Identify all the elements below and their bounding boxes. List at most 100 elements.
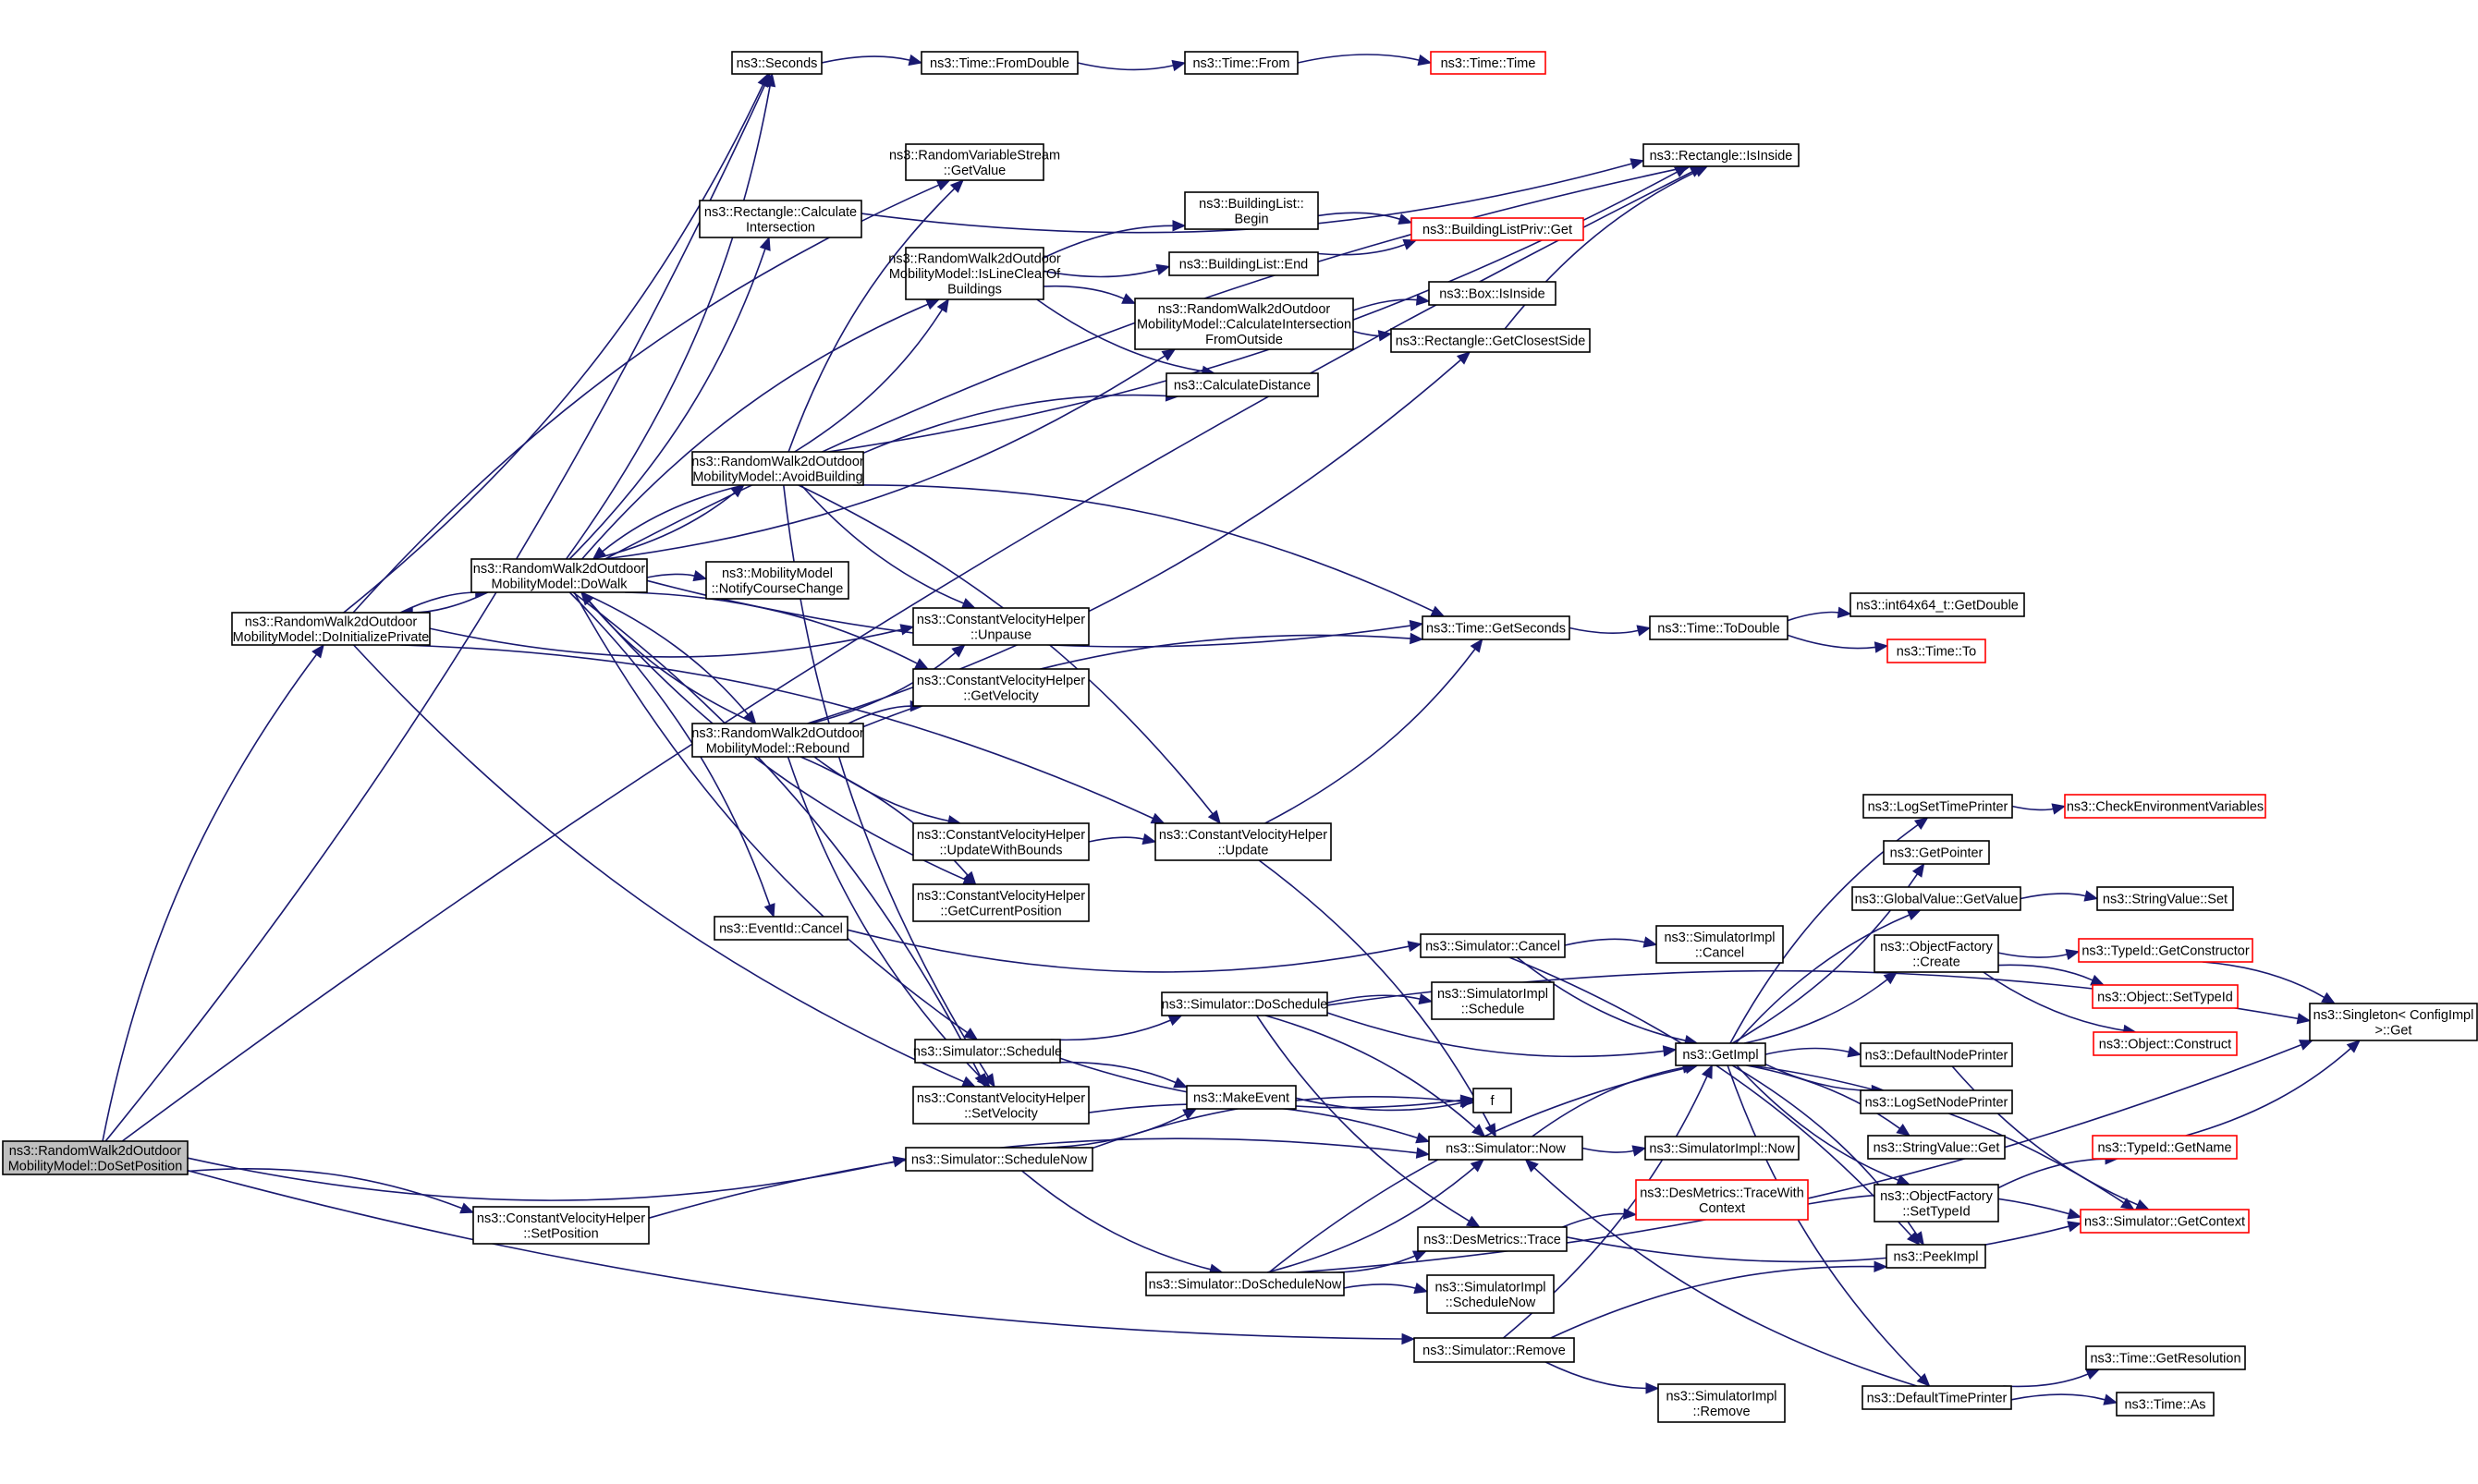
node-timegetresolution[interactable]: ns3::Time::GetResolution	[2085, 1345, 2246, 1370]
arrowhead-icon	[1459, 1095, 1475, 1108]
node-box	[1874, 934, 1999, 973]
node-logsetnodeprinter[interactable]: ns3::LogSetNodePrinter	[1860, 1089, 2013, 1114]
node-label: ns3::ConstantVelocityHelper	[917, 613, 1085, 627]
node-simimplremove[interactable]: ns3::SimulatorImpl::Remove	[1657, 1383, 1786, 1423]
node-rebound[interactable]: ns3::RandomWalk2dOutdoorMobilityModel::R…	[691, 723, 864, 758]
node-blprivget[interactable]: ns3::BuildingListPriv::Get	[1410, 217, 1584, 241]
edge-objfactorysettypeid-to-typeidgetname	[1997, 1158, 2106, 1189]
node-timefrom[interactable]: ns3::Time::From	[1184, 51, 1299, 75]
node-simschedulenow[interactable]: ns3::Simulator::ScheduleNow	[905, 1147, 1093, 1172]
node-stringvalueset[interactable]: ns3::StringValue::Set	[2096, 886, 2234, 911]
node-box	[1851, 886, 2021, 911]
node-label: ns3::ConstantVelocityHelper	[917, 889, 1085, 904]
node-blend[interactable]: ns3::BuildingList::End	[1168, 251, 1319, 276]
node-simimplschedule[interactable]: ns3::SimulatorImpl::Schedule	[1431, 981, 1555, 1020]
node-getpointer[interactable]: ns3::GetPointer	[1883, 840, 1990, 865]
node-int64getdouble[interactable]: ns3::int64x64_t::GetDouble	[1849, 592, 2025, 617]
node-simdoschedulenow[interactable]: ns3::Simulator::DoScheduleNow	[1145, 1271, 1345, 1296]
node-dosetposition[interactable]: ns3::RandomWalk2dOutdoorMobilityModel::D…	[2, 1140, 189, 1175]
node-f[interactable]: f	[1472, 1088, 1512, 1113]
node-cvhsetvelocity[interactable]: ns3::ConstantVelocityHelper::SetVelocity	[912, 1086, 1090, 1125]
edge-dosetposition-to-seconds	[104, 84, 766, 1142]
arrowhead-icon	[1913, 817, 1929, 831]
node-timetodouble[interactable]: ns3::Time::ToDouble	[1649, 615, 1788, 640]
node-seconds[interactable]: ns3::Seconds	[731, 51, 823, 75]
node-label: ns3::LogSetNodePrinter	[1865, 1096, 2008, 1111]
node-timeto[interactable]: ns3::Time::To	[1886, 639, 1986, 663]
node-simimplnow[interactable]: ns3::SimulatorImpl::Now	[1644, 1136, 1800, 1161]
node-checkenvvars[interactable]: ns3::CheckEnvironmentVariables	[2064, 794, 2266, 819]
arrowhead-icon	[1847, 1046, 1862, 1058]
node-avoidbuilding[interactable]: ns3::RandomWalk2dOutdoorMobilityModel::A…	[691, 451, 864, 486]
arrowhead-icon	[1401, 1332, 1416, 1345]
node-simcancel[interactable]: ns3::Simulator::Cancel	[1420, 933, 1566, 958]
node-objectsettypeid[interactable]: ns3::Object::SetTypeId	[2092, 984, 2239, 1009]
node-timetime[interactable]: ns3::Time::Time	[1430, 51, 1546, 75]
node-globalvaluegetvalue[interactable]: ns3::GlobalValue::GetValue	[1851, 886, 2021, 911]
node-rvsgetvalue[interactable]: ns3::RandomVariableStream::GetValue	[889, 143, 1060, 181]
node-makeevent[interactable]: ns3::MakeEvent	[1186, 1085, 1297, 1110]
edge-calcintfromoutside-to-getclosestside	[1352, 330, 1380, 337]
node-defaulttimeprinter[interactable]: ns3::DefaultTimePrinter	[1862, 1385, 2012, 1410]
node-cvhgetvelocity[interactable]: ns3::ConstantVelocityHelper::GetVelocity	[912, 668, 1090, 707]
node-objfactorycreate[interactable]: ns3::ObjectFactory::Create	[1874, 934, 1999, 973]
arrowhead-icon	[976, 1074, 991, 1088]
edge-getimpl-to-objfactorysettypeid	[1736, 1064, 1899, 1181]
node-timegetseconds[interactable]: ns3::Time::GetSeconds	[1422, 615, 1570, 640]
node-simremove[interactable]: ns3::Simulator::Remove	[1413, 1337, 1575, 1363]
edge-globalvaluegetvalue-to-stringvalueset	[2020, 893, 2086, 900]
node-islineclear[interactable]: ns3::RandomWalk2dOutdoorMobilityModel::I…	[888, 247, 1061, 300]
node-defaultnodeprinter[interactable]: ns3::DefaultNodePrinter	[1860, 1042, 2013, 1067]
node-calcintfromoutside[interactable]: ns3::RandomWalk2dOutdoorMobilityModel::C…	[1134, 298, 1354, 350]
node-typeidgetconstructor[interactable]: ns3::TypeId::GetConstructor	[2078, 938, 2253, 963]
node-getclosestside[interactable]: ns3::Rectangle::GetClosestSide	[1390, 328, 1591, 353]
node-desmetricstrace[interactable]: ns3::DesMetrics::Trace	[1417, 1226, 1568, 1252]
edge-makeevent-to-f	[1295, 1097, 1462, 1112]
edge-simremove-to-peekimpl	[1550, 1265, 1875, 1339]
arrowhead-icon	[1141, 833, 1157, 845]
edge-blbegin-to-blprivget	[1317, 212, 1400, 220]
node-label: Begin	[1234, 212, 1268, 226]
node-box	[1886, 639, 1986, 663]
node-label: ::Remove	[1692, 1405, 1750, 1419]
node-dowalk[interactable]: ns3::RandomWalk2dOutdoorMobilityModel::D…	[470, 558, 648, 593]
edge-islineclear-to-blend	[1043, 269, 1158, 278]
node-rectisinside[interactable]: ns3::Rectangle::IsInside	[1642, 143, 1800, 167]
node-rectcalcintersection[interactable]: ns3::Rectangle::CalculateIntersection	[699, 200, 862, 238]
node-boxisinside[interactable]: ns3::Box::IsInside	[1428, 281, 1556, 306]
node-simimplcancel[interactable]: ns3::SimulatorImpl::Cancel	[1655, 925, 1784, 964]
node-fromdouble[interactable]: ns3::Time::FromDouble	[921, 51, 1079, 75]
node-simschedule[interactable]: ns3::Simulator::Schedule	[913, 1039, 1062, 1064]
arrowhead-icon	[1484, 1123, 1496, 1138]
node-logsettimeprinter[interactable]: ns3::LogSetTimePrinter	[1862, 794, 2013, 819]
edge-seconds-to-fromdouble	[821, 55, 910, 64]
node-doinitializeprivate[interactable]: ns3::RandomWalk2dOutdoorMobilityModel::D…	[231, 612, 431, 646]
node-cvhunpause[interactable]: ns3::ConstantVelocityHelper::Unpause	[912, 607, 1090, 646]
node-stringvalueget[interactable]: ns3::StringValue::Get	[1867, 1135, 2006, 1160]
node-notifycoursechange[interactable]: ns3::MobilityModel::NotifyCourseChange	[705, 561, 849, 600]
node-box	[1186, 1085, 1297, 1110]
node-objfactorysettypeid[interactable]: ns3::ObjectFactory::SetTypeId	[1874, 1184, 1999, 1222]
node-timeas[interactable]: ns3::Time::As	[2116, 1392, 2215, 1417]
node-simnow[interactable]: ns3::Simulator::Now	[1428, 1136, 1583, 1161]
node-label: ns3::RandomWalk2dOutdoor	[245, 614, 418, 629]
node-box	[921, 51, 1079, 75]
node-simimplschedulenow[interactable]: ns3::SimulatorImpl::ScheduleNow	[1426, 1274, 1555, 1314]
node-typeidgetname[interactable]: ns3::TypeId::GetName	[2092, 1135, 2238, 1160]
node-cvhsetposition[interactable]: ns3::ConstantVelocityHelper::SetPosition	[472, 1206, 650, 1245]
node-getimpl[interactable]: ns3::GetImpl	[1675, 1042, 1766, 1066]
edge-calcintfromoutside-to-boxisinside	[1352, 298, 1418, 311]
node-cvhupdatewithbounds[interactable]: ns3::ConstantVelocityHelper::UpdateWithB…	[912, 822, 1090, 861]
node-peekimpl[interactable]: ns3::PeekImpl	[1886, 1244, 1986, 1269]
node-simgetcontext[interactable]: ns3::Simulator::GetContext	[2080, 1209, 2250, 1234]
node-simdoschedule[interactable]: ns3::Simulator::DoSchedule	[1161, 991, 1328, 1016]
node-cvhgetcurrentposition[interactable]: ns3::ConstantVelocityHelper::GetCurrentP…	[912, 883, 1090, 922]
node-blbegin[interactable]: ns3::BuildingList::Begin	[1184, 191, 1319, 230]
node-calcdistance[interactable]: ns3::CalculateDistance	[1166, 372, 1319, 397]
node-cvhupdate[interactable]: ns3::ConstantVelocityHelper::Update	[1154, 822, 1332, 861]
node-eventidcancel[interactable]: ns3::EventId::Cancel	[714, 916, 848, 941]
arrowhead-icon	[951, 644, 966, 658]
node-singletonget[interactable]: ns3::Singleton< ConfigImpl>::Get	[2309, 1003, 2478, 1041]
node-objectconstruct[interactable]: ns3::Object::Construct	[2093, 1031, 2238, 1056]
